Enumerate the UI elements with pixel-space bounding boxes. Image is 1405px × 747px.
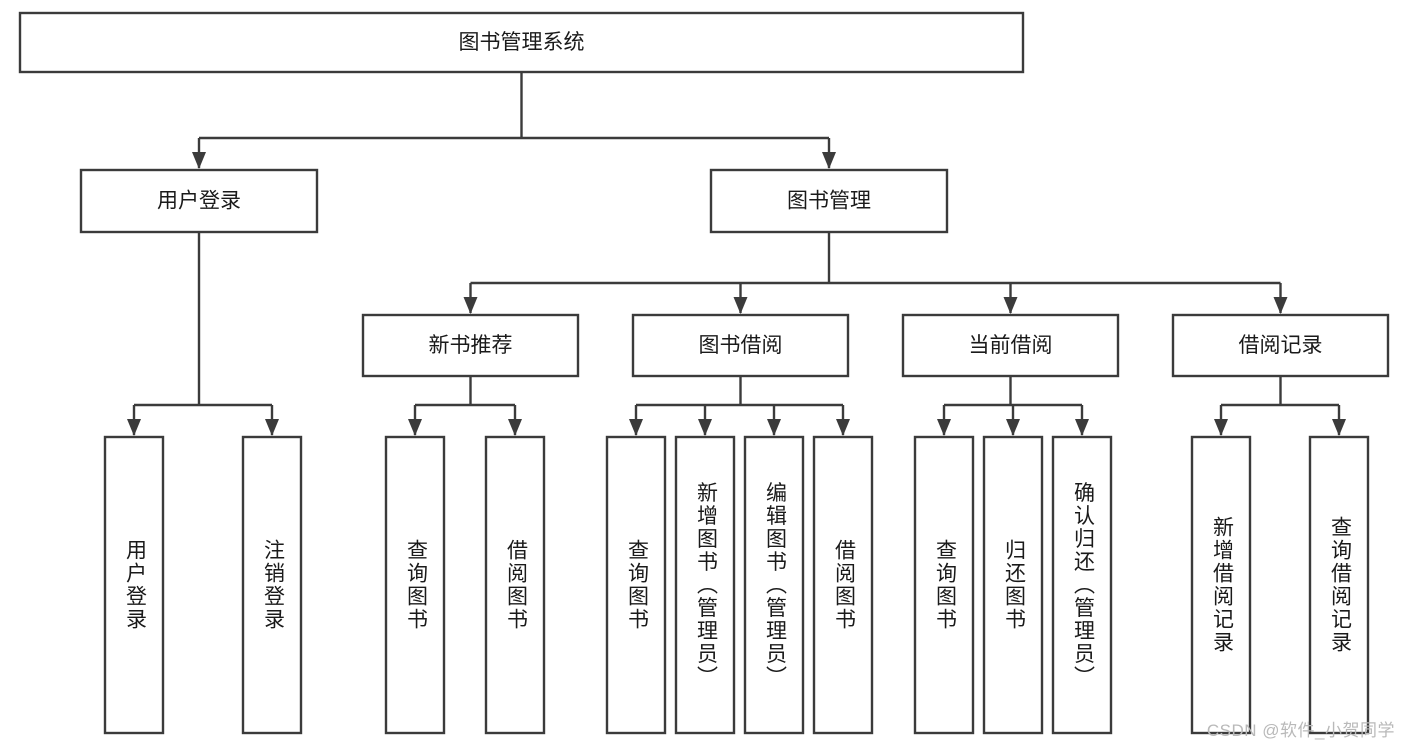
node-label: 查询借阅记录	[1328, 516, 1352, 654]
node-label: 归还图书	[1002, 539, 1026, 631]
node-label: 查询图书	[625, 539, 649, 631]
node-box	[709, 168, 949, 234]
node-label: 编辑图书（管理员）	[763, 482, 787, 689]
arrow-head-icon	[1273, 297, 1288, 314]
node-label: 图书管理	[787, 190, 871, 213]
arrow-head-icon	[463, 297, 478, 314]
node-label: 用户登录	[123, 539, 147, 631]
node-box	[631, 313, 850, 378]
node-box	[103, 435, 165, 735]
node-leaf-confirm-return[interactable]: 确认归还（管理员）	[1051, 435, 1113, 735]
arrow-head-icon	[1075, 419, 1089, 436]
node-leaf-add-book[interactable]: 新增图书（管理员）	[674, 435, 736, 735]
node-box	[241, 435, 303, 735]
node-box	[384, 435, 446, 735]
node-box	[1308, 435, 1370, 735]
node-label: 当前借阅	[969, 334, 1053, 357]
node-leaf-user-login[interactable]: 用户登录	[103, 435, 165, 735]
node-box	[1190, 435, 1252, 735]
node-leaf-query-book-1[interactable]: 查询图书	[384, 435, 446, 735]
node-label: 查询图书	[933, 539, 957, 631]
node-box	[79, 168, 319, 234]
arrow-head-icon	[937, 419, 951, 436]
node-label: 借阅图书	[832, 539, 856, 631]
node-box	[913, 435, 975, 735]
node-box	[484, 435, 546, 735]
node-box	[605, 435, 667, 735]
node-label: 新书推荐	[429, 334, 513, 357]
arrow-head-icon	[408, 419, 422, 436]
node-leaf-logout[interactable]: 注销登录	[241, 435, 303, 735]
node-leaf-borrow-book-1[interactable]: 借阅图书	[484, 435, 546, 735]
node-leaf-query-book-2[interactable]: 查询图书	[605, 435, 667, 735]
arrow-head-icon	[1003, 297, 1018, 314]
node-label: 用户登录	[157, 190, 241, 213]
node-borrow-record[interactable]: 借阅记录	[1171, 313, 1390, 378]
node-leaf-return-book[interactable]: 归还图书	[982, 435, 1044, 735]
node-box	[361, 313, 580, 378]
node-user-login[interactable]: 用户登录	[79, 168, 319, 234]
node-label: 新增图书（管理员）	[694, 482, 718, 689]
node-box	[812, 435, 874, 735]
arrow-head-icon	[1214, 419, 1228, 436]
arrow-head-icon	[1332, 419, 1346, 436]
node-label: 借阅图书	[504, 539, 528, 631]
connector-layer	[127, 72, 1346, 436]
arrow-head-icon	[733, 297, 748, 314]
node-box	[1171, 313, 1390, 378]
node-book-borrow[interactable]: 图书借阅	[631, 313, 850, 378]
node-box	[18, 11, 1025, 74]
node-book-manage[interactable]: 图书管理	[709, 168, 949, 234]
node-new-book-rec[interactable]: 新书推荐	[361, 313, 580, 378]
node-label: 图书借阅	[699, 334, 783, 357]
arrow-head-icon	[698, 419, 712, 436]
node-leaf-edit-book[interactable]: 编辑图书（管理员）	[743, 435, 805, 735]
arrow-head-icon	[508, 419, 522, 436]
arrow-head-icon	[629, 419, 643, 436]
node-leaf-query-record[interactable]: 查询借阅记录	[1308, 435, 1370, 735]
node-box	[674, 435, 736, 735]
node-leaf-add-record[interactable]: 新增借阅记录	[1190, 435, 1252, 735]
arrow-head-icon	[127, 419, 141, 436]
node-label: 图书管理系统	[459, 31, 585, 54]
node-label: 借阅记录	[1239, 334, 1323, 357]
arrow-head-icon	[192, 152, 206, 169]
node-box	[1051, 435, 1113, 735]
node-current-borrow[interactable]: 当前借阅	[901, 313, 1120, 378]
node-box	[743, 435, 805, 735]
node-leaf-borrow-book-2[interactable]: 借阅图书	[812, 435, 874, 735]
node-root[interactable]: 图书管理系统	[18, 11, 1025, 74]
node-box	[982, 435, 1044, 735]
node-label: 注销登录	[261, 539, 285, 631]
node-leaf-query-book-3[interactable]: 查询图书	[913, 435, 975, 735]
arrow-head-icon	[265, 419, 279, 436]
node-label: 确认归还（管理员）	[1071, 482, 1095, 689]
csdn-watermark: CSDN @软件_小贺同学	[1206, 721, 1395, 740]
arrow-head-icon	[836, 419, 850, 436]
node-box	[901, 313, 1120, 378]
arrow-head-icon	[1006, 419, 1020, 436]
arrow-head-icon	[822, 152, 836, 169]
node-layer: 图书管理系统用户登录图书管理新书推荐图书借阅当前借阅借阅记录用户登录注销登录查询…	[18, 11, 1390, 735]
arrow-head-icon	[767, 419, 781, 436]
node-label: 查询图书	[404, 539, 428, 631]
node-label: 新增借阅记录	[1210, 516, 1234, 654]
